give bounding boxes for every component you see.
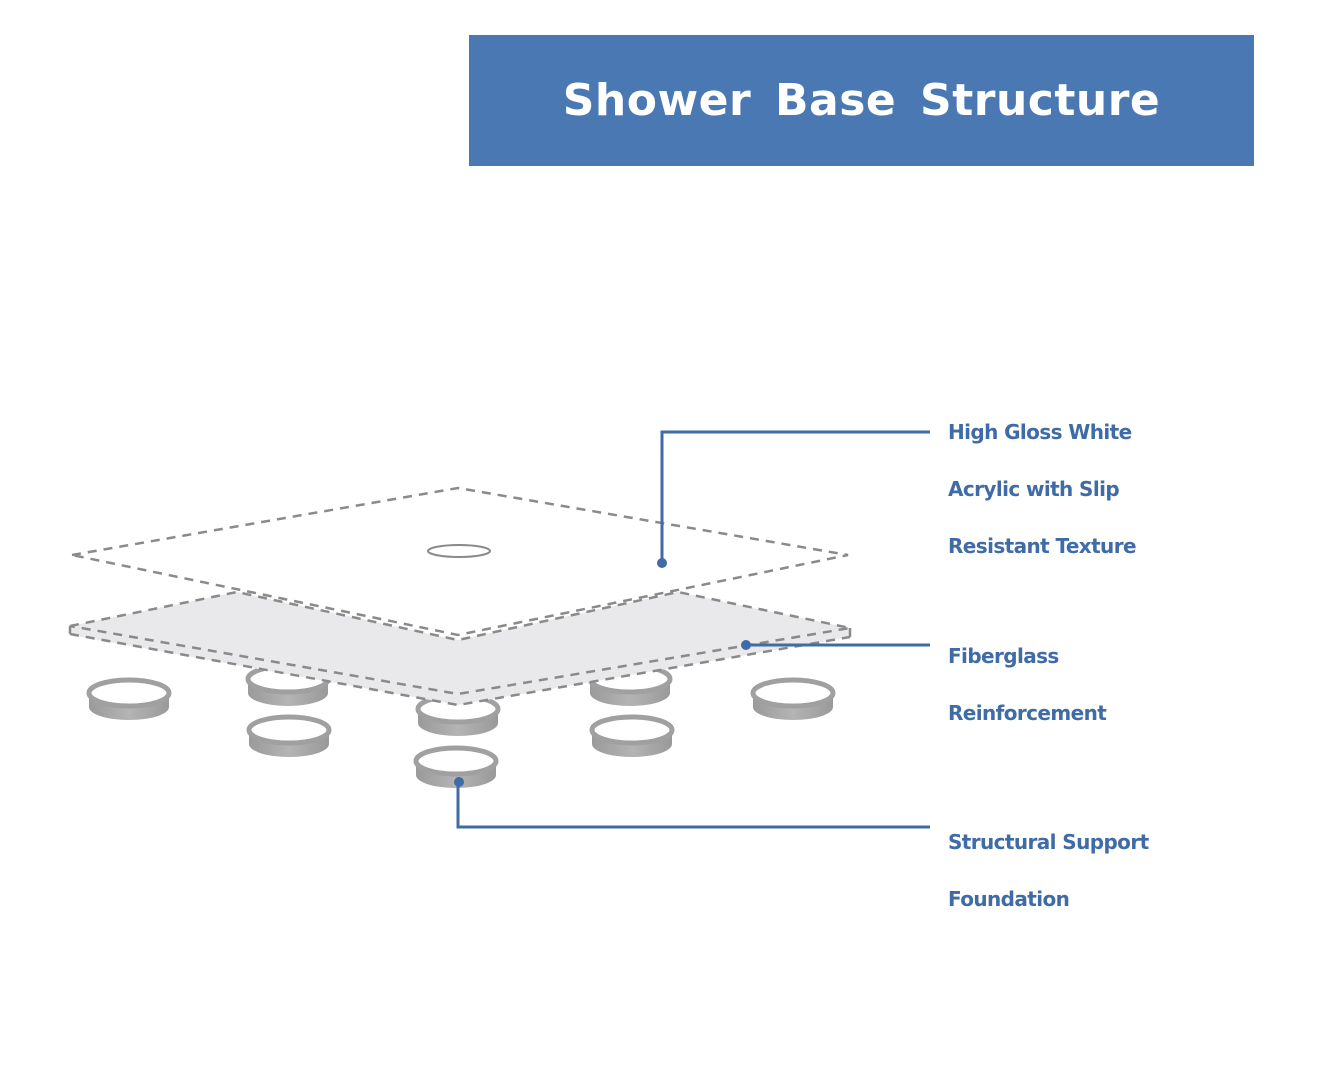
fiberglass-bottom-edge [69, 632, 851, 707]
label-fiberglass-line-2: Reinforcement [948, 700, 1107, 725]
label-acrylic-line-3: Resistant Texture [948, 533, 1137, 558]
label-acrylic-line-2: Acrylic with Slip [948, 476, 1120, 501]
support-ring [246, 714, 332, 746]
support-ring [413, 745, 499, 777]
fiberglass-layer [68, 590, 852, 707]
label-fiberglass: Fiberglass Reinforcement [948, 613, 1107, 756]
acrylic-surface [71, 486, 849, 637]
label-foundation: Structural Support Foundation [948, 799, 1149, 942]
leader-lines [454, 430, 930, 829]
label-acrylic: High Gloss White Acrylic with Slip Resis… [948, 389, 1137, 589]
label-foundation-line-1: Structural Support [948, 829, 1149, 854]
support-rings [86, 663, 836, 788]
leader-dot-acrylic [657, 558, 667, 568]
label-foundation-line-2: Foundation [948, 886, 1070, 911]
leader-dot-fiberglass [741, 640, 751, 650]
leader-line-foundation [456, 782, 930, 829]
support-ring [589, 714, 675, 746]
fiberglass-surface [70, 592, 850, 705]
label-acrylic-line-1: High Gloss White [948, 419, 1132, 444]
acrylic-layer [71, 486, 849, 637]
leader-dot-foundation [454, 777, 464, 787]
diagram-title: Shower Base Structure [562, 75, 1161, 126]
support-ring [86, 677, 172, 709]
support-ring [750, 677, 836, 709]
drain-hole [427, 544, 491, 558]
label-fiberglass-line-1: Fiberglass [948, 643, 1059, 668]
leader-line-acrylic [660, 430, 930, 562]
title-banner: Shower Base Structure [469, 35, 1254, 166]
